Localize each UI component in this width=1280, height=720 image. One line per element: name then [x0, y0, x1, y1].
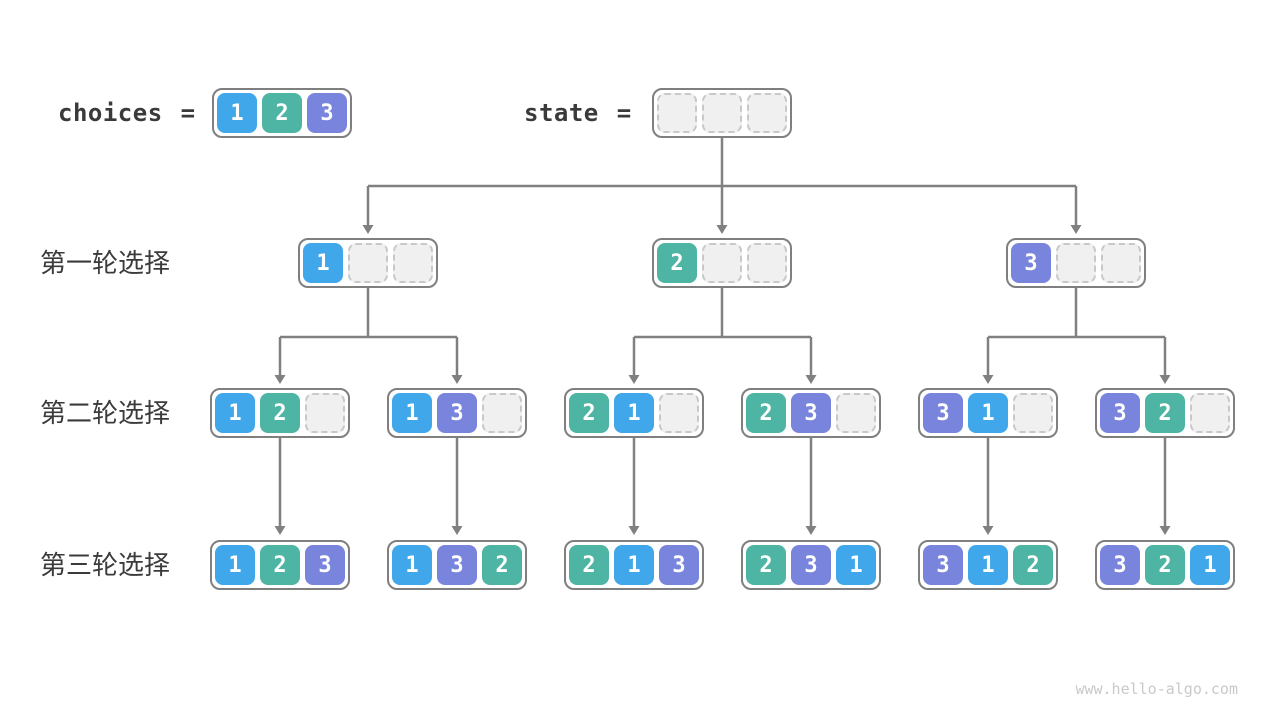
empty-cell: [1190, 393, 1230, 433]
round-2-label: 第二轮选择: [40, 398, 171, 428]
state-label: state: [524, 99, 599, 127]
cell-value-3: 3: [791, 393, 831, 433]
empty-cell: [393, 243, 433, 283]
round-1-state-box: 2: [652, 238, 792, 288]
cell-value-2: 2: [260, 393, 300, 433]
cell-value-2: 2: [482, 545, 522, 585]
empty-cell: [747, 93, 787, 133]
cell-value-2: 2: [569, 393, 609, 433]
cell-value-3: 3: [791, 545, 831, 585]
empty-cell: [702, 243, 742, 283]
round-1-state-box: 3: [1006, 238, 1146, 288]
cell-value-3: 3: [437, 545, 477, 585]
cell-value-1: 1: [968, 545, 1008, 585]
cell-value-2: 2: [746, 393, 786, 433]
empty-cell: [482, 393, 522, 433]
state-expression: state =: [524, 88, 632, 138]
cell-value-1: 1: [614, 545, 654, 585]
empty-cell: [747, 243, 787, 283]
cell-value-2: 2: [657, 243, 697, 283]
empty-cell: [836, 393, 876, 433]
empty-cell: [702, 93, 742, 133]
cell-value-1: 1: [303, 243, 343, 283]
round-1-label: 第一轮选择: [40, 248, 171, 278]
cell-value-3: 3: [1100, 545, 1140, 585]
choices-expression: choices =: [58, 88, 196, 138]
cell-value-1: 1: [215, 545, 255, 585]
cell-value-1: 1: [217, 93, 257, 133]
state-equals-sign: =: [616, 99, 632, 127]
cell-value-3: 3: [923, 545, 963, 585]
cell-value-1: 1: [392, 545, 432, 585]
cell-value-1: 1: [215, 393, 255, 433]
cell-value-3: 3: [437, 393, 477, 433]
cell-value-2: 2: [746, 545, 786, 585]
empty-cell: [659, 393, 699, 433]
cell-value-2: 2: [569, 545, 609, 585]
cell-value-3: 3: [923, 393, 963, 433]
cell-value-1: 1: [1190, 545, 1230, 585]
cell-value-3: 3: [1011, 243, 1051, 283]
cell-value-1: 1: [836, 545, 876, 585]
state-array-box: [652, 88, 792, 138]
cell-value-2: 2: [1145, 393, 1185, 433]
round-3-label: 第三轮选择: [40, 550, 171, 580]
cell-value-1: 1: [614, 393, 654, 433]
cell-value-2: 2: [1013, 545, 1053, 585]
cell-value-1: 1: [392, 393, 432, 433]
cell-value-3: 3: [307, 93, 347, 133]
empty-cell: [305, 393, 345, 433]
empty-cell: [348, 243, 388, 283]
cell-value-1: 1: [968, 393, 1008, 433]
cell-value-2: 2: [260, 545, 300, 585]
empty-cell: [1101, 243, 1141, 283]
cell-value-3: 3: [659, 545, 699, 585]
round-1-state-box: 1: [298, 238, 438, 288]
cell-value-3: 3: [1100, 393, 1140, 433]
cell-value-3: 3: [305, 545, 345, 585]
choices-equals-sign: =: [180, 99, 196, 127]
choices-label: choices: [58, 99, 163, 127]
cell-value-2: 2: [262, 93, 302, 133]
empty-cell: [1013, 393, 1053, 433]
watermark: www.hello-algo.com: [1075, 680, 1238, 698]
empty-cell: [1056, 243, 1096, 283]
cell-value-2: 2: [1145, 545, 1185, 585]
empty-cell: [657, 93, 697, 133]
